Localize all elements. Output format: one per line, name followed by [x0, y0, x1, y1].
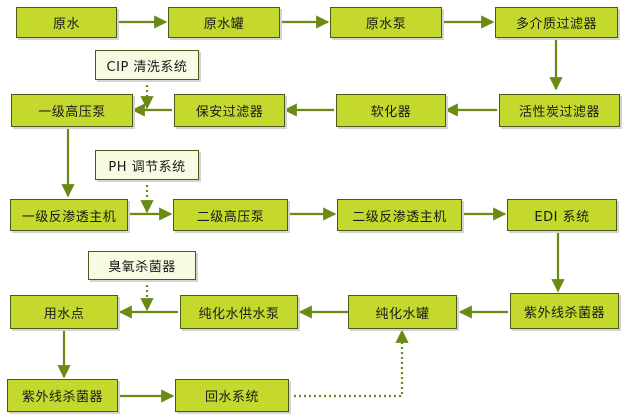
node-yiji-gaoya: 一级高压泵 — [11, 94, 133, 127]
node-yuanshui-beng: 原水泵 — [330, 7, 442, 38]
node-label: 一级反渗透主机 — [21, 209, 117, 225]
node-yuanshui: 原水 — [16, 7, 117, 38]
node-duojiezhi: 多介质过滤器 — [495, 7, 618, 38]
node-yongshuidian: 用水点 — [10, 295, 118, 329]
node-edi: EDI 系统 — [507, 199, 617, 231]
node-label: 纯化水罐 — [375, 306, 430, 322]
node-label: 用水点 — [43, 306, 85, 322]
node-chunhua-guan: 纯化水罐 — [348, 295, 457, 329]
node-label: 纯化水供水泵 — [198, 306, 280, 322]
node-label: 原水泵 — [365, 17, 407, 32]
node-huishui: 回水系统 — [175, 379, 289, 412]
node-label: 紫外线杀菌器 — [21, 390, 103, 405]
node-erji-gaoya: 二级高压泵 — [173, 199, 288, 231]
node-label: PH 调节系统 — [108, 159, 186, 175]
node-baoan: 保安过滤器 — [174, 94, 285, 127]
node-yuanshui-guan: 原水罐 — [168, 7, 280, 38]
node-label: 紫外线杀菌器 — [523, 305, 605, 321]
node-ph: PH 调节系统 — [95, 150, 199, 180]
node-chouyang: 臭氧杀菌器 — [88, 251, 196, 280]
node-ziwai-2: 紫外线杀菌器 — [7, 379, 118, 412]
node-label: CIP 清洗系统 — [106, 59, 188, 75]
node-label: 臭氧杀菌器 — [108, 260, 176, 275]
node-label: 保安过滤器 — [195, 105, 264, 120]
node-label: 多介质过滤器 — [515, 17, 597, 32]
dotted-return-to-tank — [289, 329, 409, 398]
node-chunhua-gongshui: 纯化水供水泵 — [180, 295, 298, 329]
node-label: 软化器 — [370, 105, 412, 120]
node-cip: CIP 清洗系统 — [95, 50, 199, 80]
node-huoxingtan: 活性炭过滤器 — [499, 94, 620, 127]
node-label: 活性炭过滤器 — [518, 105, 600, 120]
node-ruanhua: 软化器 — [336, 94, 446, 127]
node-label: 二级反渗透主机 — [352, 209, 447, 225]
node-label: 原水 — [52, 17, 80, 32]
node-label: 二级高压泵 — [196, 209, 265, 225]
node-yiji-fanshentou: 一级反渗透主机 — [10, 199, 128, 231]
node-label: EDI 系统 — [534, 209, 590, 225]
node-erji-fanshentou: 二级反渗透主机 — [337, 199, 462, 231]
node-label: 原水罐 — [203, 17, 245, 32]
node-label: 回水系统 — [204, 390, 259, 405]
node-label: 一级高压泵 — [38, 105, 106, 120]
node-ziwai-1: 紫外线杀菌器 — [510, 293, 619, 329]
